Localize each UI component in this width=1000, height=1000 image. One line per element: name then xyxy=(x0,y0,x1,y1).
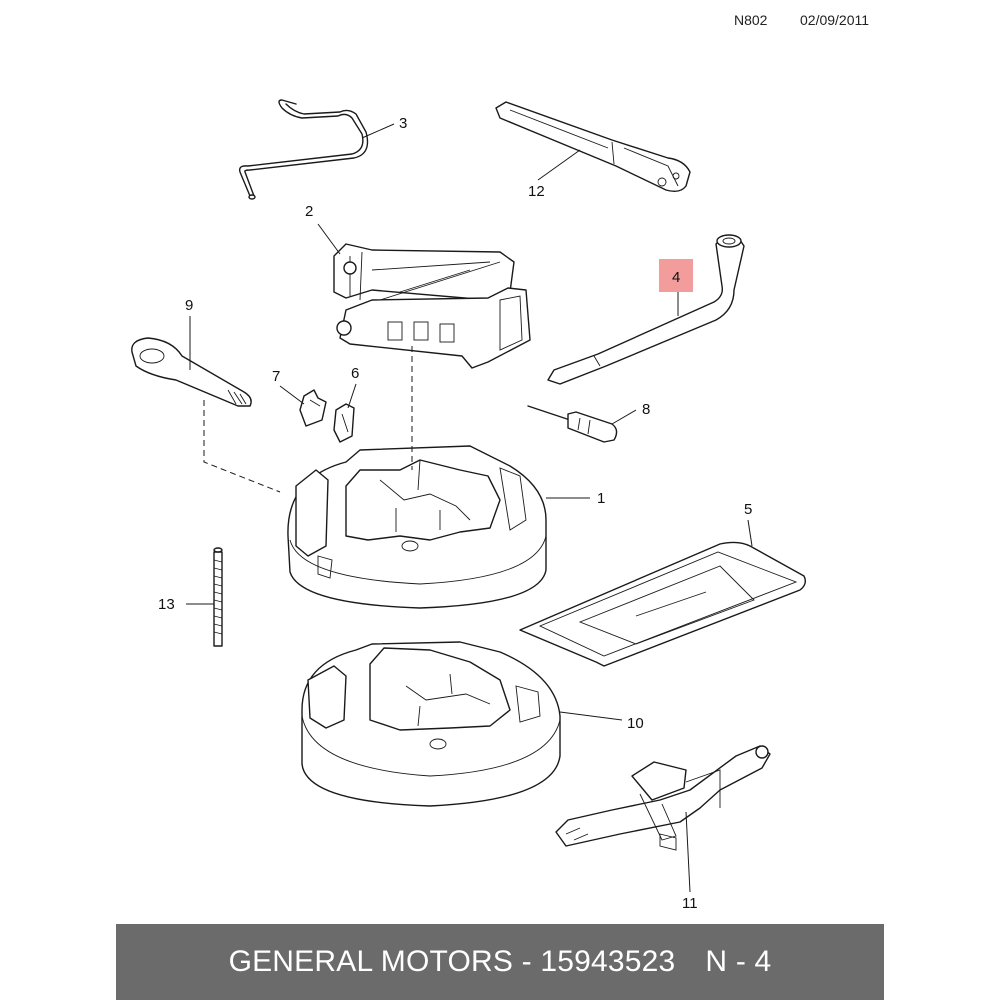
part-5-bag xyxy=(519,541,807,667)
callout-1: 1 xyxy=(597,490,605,507)
part-6-clip xyxy=(333,403,355,443)
callout-13: 13 xyxy=(158,596,175,613)
callout-labels: 1 2 3 4 5 6 7 8 9 10 11 12 13 xyxy=(158,115,752,912)
callout-2: 2 xyxy=(305,203,313,220)
alignment-lines xyxy=(203,346,413,493)
callout-10: 10 xyxy=(627,715,644,732)
part-1-foam-tray xyxy=(287,445,547,609)
part-11-scissor-jack xyxy=(555,745,771,851)
callout-6: 6 xyxy=(351,365,359,382)
diagram-reference-text: N - 4 xyxy=(705,945,772,978)
callout-4: 4 xyxy=(672,269,680,286)
part-13-threaded-rod xyxy=(213,547,223,647)
part-number-banner: GENERAL MOTORS - 15943523 N - 4 xyxy=(116,924,884,1000)
part-12-wrench xyxy=(495,101,691,193)
part-2-scissor-jack xyxy=(333,243,531,369)
callout-7: 7 xyxy=(272,368,280,385)
callout-8: 8 xyxy=(642,401,650,418)
part-9-tow-eye xyxy=(131,337,252,407)
callout-5: 5 xyxy=(744,501,752,518)
part-4-lug-wrench xyxy=(547,234,745,385)
part-number-text: GENERAL MOTORS - 15943523 xyxy=(228,945,676,978)
diagram-code: N802 xyxy=(734,12,768,28)
callout-12: 12 xyxy=(528,183,545,200)
part-8-screwdriver xyxy=(527,405,618,443)
diagram-date: 02/09/2011 xyxy=(800,12,870,28)
callout-9: 9 xyxy=(185,297,193,314)
highlight-box xyxy=(659,259,693,292)
callout-11: 11 xyxy=(682,895,698,912)
callout-3: 3 xyxy=(399,115,407,132)
part-7-clip xyxy=(299,389,327,427)
part-3-jack-handle xyxy=(238,99,369,200)
leader-lines xyxy=(186,123,753,893)
part-10-foam-tray xyxy=(301,641,561,807)
